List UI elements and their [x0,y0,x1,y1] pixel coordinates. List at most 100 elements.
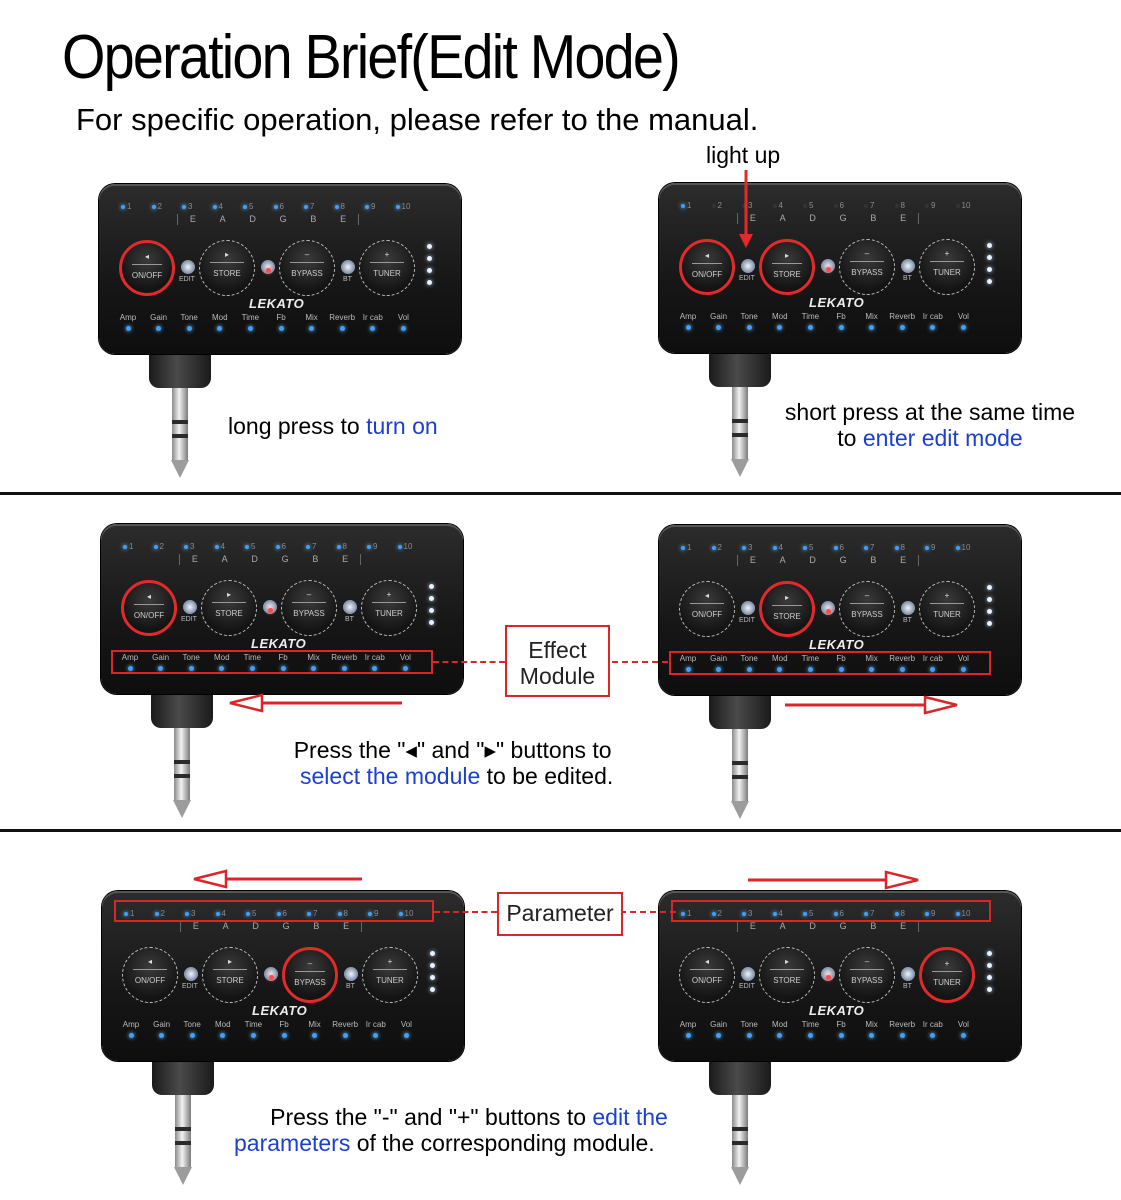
parameter-led: 7 [864,543,874,552]
minus-bypass-button[interactable]: –BYPASS [839,239,895,295]
parameter-led: 4 [215,909,226,918]
string-label: E [192,921,199,931]
effect-module-item: Ir cab [361,1020,391,1038]
parameter-left-arrowhead [193,869,228,889]
status-led [826,975,831,980]
plus-tuner-button[interactable]: +TUNER [919,947,975,1003]
right-store-button[interactable]: ▸STORE [201,580,257,636]
left-onoff-button[interactable]: ◂ON/OFF [679,239,735,295]
parameter-led: 5 [803,543,813,552]
string-label: G [839,213,847,223]
plus-tuner-button[interactable]: +TUNER [919,581,975,637]
parameter-led: 9 [925,201,935,210]
button-divider [692,263,722,264]
string-label: A [779,555,786,565]
jack-collar [709,693,771,729]
plus-tuner-button[interactable]: +TUNER [362,947,418,1003]
edit-label: EDIT [739,983,755,990]
button-symbol: – [864,591,870,600]
button-divider [690,969,724,970]
string-label: D [249,214,256,224]
jack-plug [174,728,190,800]
parameter-led: 9 [925,909,935,918]
parameter-led: 6 [833,201,844,210]
string-label: D [809,555,816,565]
right-store-button[interactable]: ▸STORE [759,239,815,295]
parameter-led: 8 [894,909,905,918]
minus-bypass-button[interactable]: –BYPASS [281,580,337,636]
right-store-button[interactable]: ▸STORE [759,581,815,637]
button-divider [850,969,884,970]
effect-module-item: Gain [144,313,174,331]
status-led [826,267,831,272]
parameter-leader-left [434,911,497,913]
minus-bypass-button[interactable]: –BYPASS [839,581,895,637]
string-label: E [340,214,347,224]
effect-module-item: Reverb [330,1020,360,1038]
side-led [429,596,434,601]
jack-band [174,774,190,778]
effect-module-item: Tone [177,1020,207,1038]
right-store-button[interactable]: ▸STORE [202,947,258,1003]
effect-module-item: Mix [857,1020,887,1038]
string-label: D [251,554,258,564]
jack-band [175,1127,191,1131]
left-onoff-button[interactable]: ◂ON/OFF [119,240,175,296]
button-label: TUNER [933,268,961,277]
parameter-led: 9 [925,543,935,552]
effect-module-item: Fb [269,1020,299,1038]
string-label: E [749,555,756,565]
parameter-led: 4 [212,202,223,211]
effect-module-item: Amp [113,313,143,331]
left-onoff-button[interactable]: ◂ON/OFF [679,581,735,637]
string-label: G [281,554,289,564]
left-onoff-button[interactable]: ◂ON/OFF [679,947,735,1003]
effect-module-item: Vol [390,653,420,671]
parameter-highlight [114,900,434,922]
effect-module-item: Vol [948,1020,978,1038]
effect-module-item: Ir cab [918,1020,948,1038]
button-bridge [741,601,755,615]
button-divider [210,262,244,263]
button-symbol: – [306,590,312,599]
bt-label: BT [343,276,352,283]
plus-tuner-button[interactable]: +TUNER [361,580,417,636]
effect-module-item: Vol [948,312,978,330]
minus-bypass-button[interactable]: –BYPASS [839,947,895,1003]
plus-tuner-button[interactable]: +TUNER [919,239,975,295]
string-label: E [191,554,198,564]
minus-bypass-button[interactable]: –BYPASS [282,947,338,1003]
page-title: Operation Brief(Edit Mode) [62,23,681,92]
effect-module-item: Time [238,1020,268,1038]
parameter-led: 2 [711,543,722,552]
status-led [826,609,831,614]
left-onoff-button[interactable]: ◂ON/OFF [121,580,177,636]
string-label: E [900,213,907,223]
effect-module-item: Tone [174,313,204,331]
button-label: STORE [773,612,801,621]
right-store-button[interactable]: ▸STORE [759,947,815,1003]
effect-module-item: Gain [704,654,734,672]
minus-bypass-button[interactable]: –BYPASS [279,240,335,296]
parameter-led: 2 [154,909,165,918]
effect-module-highlight [111,650,433,674]
button-divider [213,969,247,970]
parameter-led: 10 [955,201,970,210]
button-label: ON/OFF [691,610,723,619]
effect-module-item: Mix [857,654,887,672]
side-led [429,620,434,625]
jack-plug [172,388,188,460]
side-led-column [427,244,433,292]
jack-band [732,433,748,437]
left-onoff-button[interactable]: ◂ON/OFF [122,947,178,1003]
right-store-button[interactable]: ▸STORE [199,240,255,296]
plus-tuner-button[interactable]: +TUNER [359,240,415,296]
button-label: ON/OFF [134,976,166,985]
